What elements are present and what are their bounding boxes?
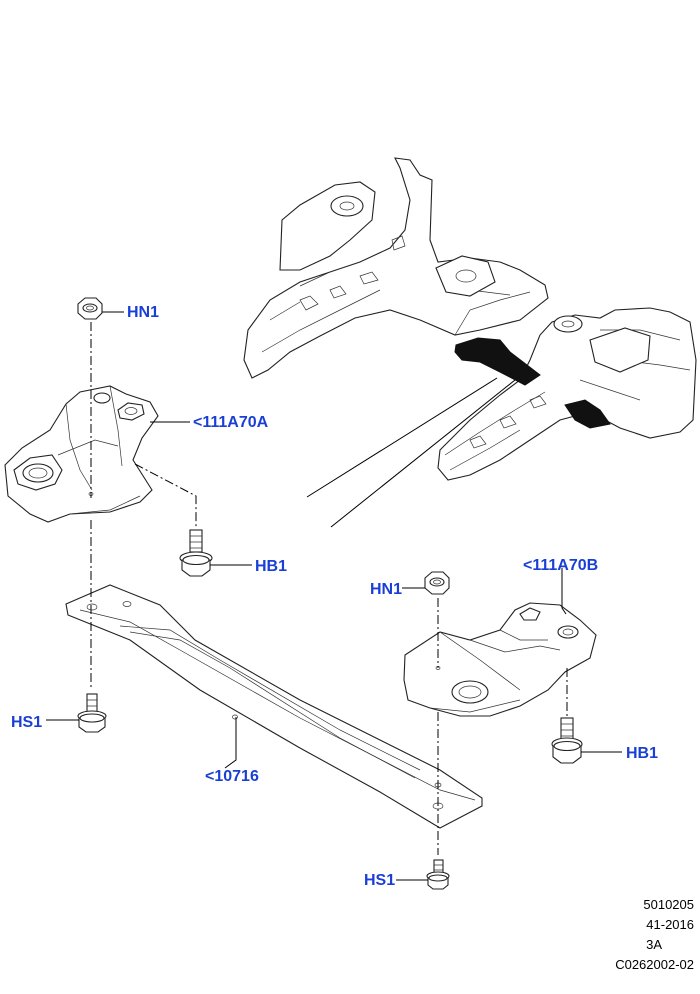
callout-hn1-right[interactable]: HN1 <box>370 581 403 598</box>
reference-code-3: 3A <box>646 937 662 952</box>
bracket-bolt-left[interactable] <box>179 529 213 577</box>
assembly-axis-lines <box>90 322 568 855</box>
mounting-bracket-right[interactable] <box>403 602 597 717</box>
crossmember[interactable] <box>65 584 483 829</box>
callout-crossmember[interactable]: <10716 <box>205 768 259 785</box>
bracket-bolt-right[interactable] <box>551 717 583 764</box>
callout-bracket-b[interactable]: <111A70B <box>523 557 599 574</box>
flange-nut-right[interactable] <box>424 571 450 595</box>
reference-code-1: 5010205 <box>643 897 694 912</box>
mounting-bracket-left[interactable] <box>4 385 159 523</box>
reference-code-4: C0262002-02 <box>615 957 694 972</box>
crossmember-bolt-left[interactable] <box>77 693 107 733</box>
callout-hs1-bottom[interactable]: HS1 <box>364 872 396 889</box>
reference-code-2: 41-2016 <box>646 917 694 932</box>
flange-nut-left[interactable] <box>77 297 103 320</box>
callout-hb1-left[interactable]: HB1 <box>255 558 288 575</box>
callout-hs1-left[interactable]: HS1 <box>11 714 43 731</box>
crossmember-bolt-right[interactable] <box>426 859 450 890</box>
callout-bracket-a[interactable]: <111A70A <box>193 414 269 431</box>
vehicle-front-structure <box>243 157 697 528</box>
callout-hb1-right[interactable]: HB1 <box>626 745 659 762</box>
callout-hn1-top[interactable]: HN1 <box>127 304 160 321</box>
